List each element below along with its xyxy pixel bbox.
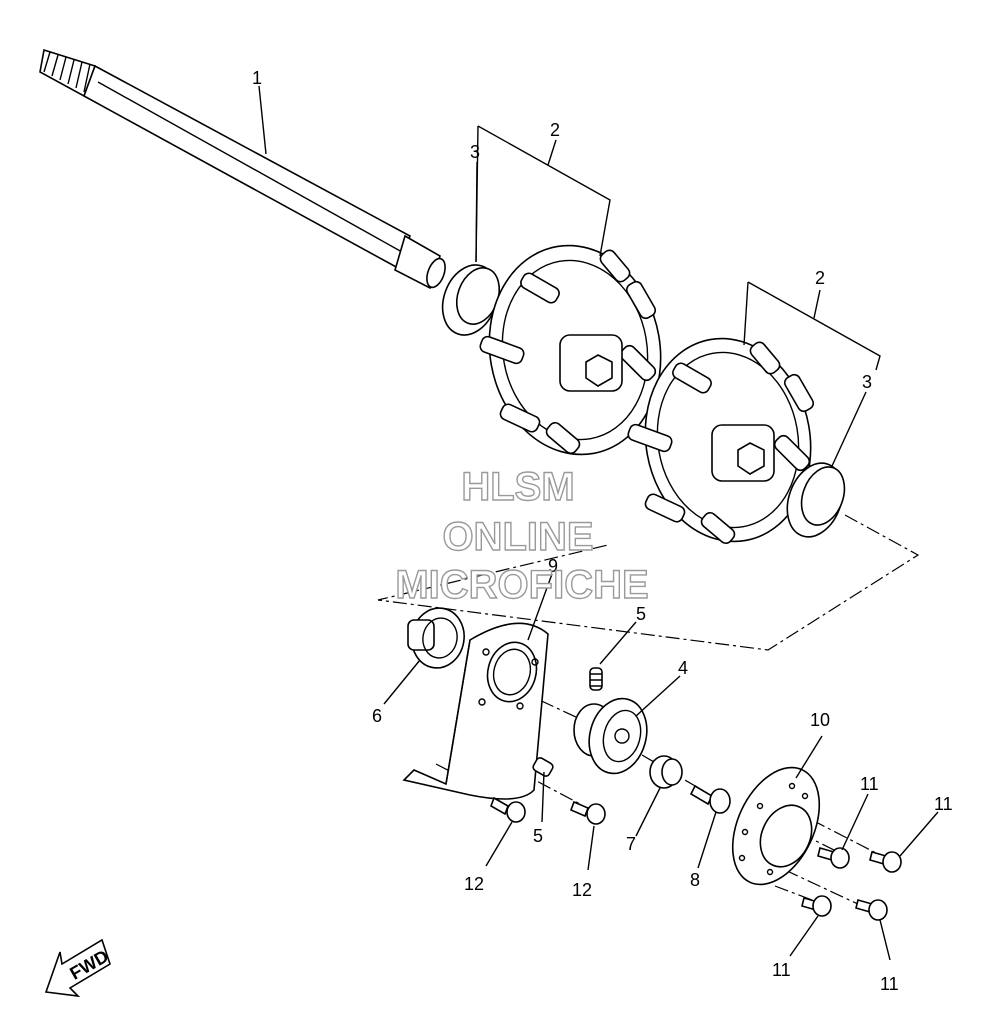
- callout-3-right: 3: [862, 372, 872, 392]
- callout-11-a: 11: [860, 774, 879, 794]
- callout-2-right: 2: [815, 268, 825, 288]
- callout-4: 4: [678, 658, 688, 678]
- bolt-part-11-c[interactable]: [801, 895, 832, 917]
- drive-shaft-part-1[interactable]: [39, 48, 449, 290]
- bolt-part-11-d[interactable]: [855, 899, 888, 921]
- callout-2-left: 2: [550, 120, 560, 140]
- flange-plate-part-10[interactable]: [715, 754, 836, 899]
- bolt-part-12-a[interactable]: [490, 796, 526, 823]
- callout-3-left: 3: [470, 142, 480, 162]
- gear-part-7[interactable]: [649, 755, 683, 789]
- callout-11-b: 11: [934, 794, 953, 814]
- fwd-arrow: FWD: [44, 938, 112, 998]
- callout-10: 10: [810, 710, 830, 730]
- watermark-line-3: MICROFICHE: [395, 563, 648, 607]
- bolt-part-8[interactable]: [689, 784, 731, 814]
- callout-6: 6: [372, 706, 382, 726]
- bolt-part-11-b[interactable]: [869, 851, 902, 873]
- collar-part-3-right[interactable]: [778, 455, 853, 544]
- watermark: HLSM ONLINE MICROFICHE: [395, 464, 650, 607]
- callout-1: 1: [252, 68, 262, 88]
- callout-11-d: 11: [880, 974, 899, 994]
- callout-11-c: 11: [772, 960, 791, 980]
- sprocket-part-2-right[interactable]: [627, 325, 827, 554]
- leader-lines: [258, 85, 939, 961]
- set-screw-part-5-lower[interactable]: [532, 756, 555, 777]
- sprocket-part-2-left[interactable]: [473, 232, 677, 468]
- callout-12-a: 12: [464, 874, 484, 894]
- callout-9: 9: [548, 556, 558, 576]
- watermark-line-2: ONLINE: [442, 515, 593, 559]
- watermark-line-1: HLSM: [461, 465, 574, 509]
- callout-5-lower: 5: [533, 826, 543, 846]
- set-screw-part-5-upper[interactable]: [589, 667, 603, 691]
- bolt-part-11-a[interactable]: [817, 847, 850, 869]
- bolt-part-12-b[interactable]: [569, 800, 606, 825]
- callout-12-b: 12: [572, 880, 592, 900]
- callout-8: 8: [690, 870, 700, 890]
- callout-5-upper: 5: [636, 604, 646, 624]
- callout-7: 7: [626, 834, 636, 854]
- callout-labels: 1 2 3 2 3 9 5 4 6 10 11 11 5 7 8 12 12 1…: [252, 68, 953, 994]
- bearing-housing-part-9[interactable]: [402, 622, 549, 800]
- bushing-part-6[interactable]: [407, 604, 469, 672]
- bearing-part-4[interactable]: [573, 692, 655, 780]
